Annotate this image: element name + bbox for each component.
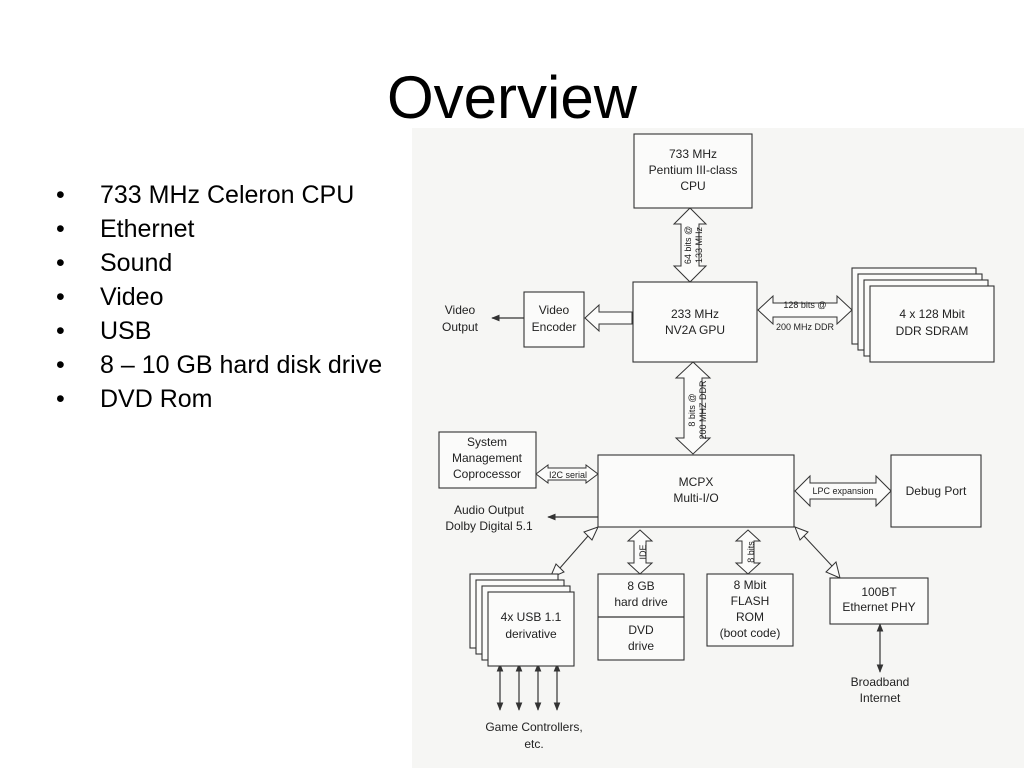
svg-text:derivative: derivative <box>505 627 557 641</box>
svg-text:8 Mbit: 8 Mbit <box>734 578 767 592</box>
bullet-item: • Ethernet <box>56 212 382 246</box>
svg-text:Video: Video <box>445 303 476 317</box>
svg-text:233 MHz: 233 MHz <box>671 307 719 321</box>
svg-text:133 MHz: 133 MHz <box>694 226 704 263</box>
bullet-text: 8 – 10 GB hard disk drive <box>100 351 383 379</box>
svg-text:NV2A GPU: NV2A GPU <box>665 323 725 337</box>
svg-text:(boot code): (boot code) <box>720 626 781 640</box>
bullet-glyph: • <box>56 249 65 277</box>
bus-gpu-ram-label-1: 128 bits @ <box>783 300 826 310</box>
audio-output-label: Audio Output Dolby Digital 5.1 <box>445 503 533 533</box>
svg-text:Ethernet PHY: Ethernet PHY <box>842 600 915 614</box>
smc-box: System Management Coprocessor <box>438 431 537 489</box>
game-controllers-label: Game Controllers, etc. <box>485 720 582 751</box>
svg-text:100BT: 100BT <box>861 585 897 599</box>
bullet-item: • 8 – 10 GB hard disk drive <box>56 348 382 382</box>
bullet-list: • 733 MHz Celeron CPU • Ethernet • Sound • V… <box>56 178 382 416</box>
bullet-glyph: • <box>56 215 65 243</box>
svg-text:Coprocessor: Coprocessor <box>453 467 521 481</box>
svg-text:CPU: CPU <box>680 179 705 193</box>
bullet-glyph: • <box>56 181 65 209</box>
svg-text:200 MHZ DDR: 200 MHZ DDR <box>698 380 708 440</box>
bus-usb-arrow <box>549 526 599 579</box>
svg-text:Pentium III-class: Pentium III-class <box>649 163 738 177</box>
cpu-box: 733 MHz Pentium III-class CPU <box>633 133 753 209</box>
ddr-sdram-stack: 4 x 128 Mbit DDR SDRAM <box>851 267 995 363</box>
bullet-text: DVD Rom <box>100 385 213 413</box>
broadband-label: Broadband Internet <box>851 675 910 705</box>
slide-title: Overview <box>386 64 638 131</box>
svg-text:Internet: Internet <box>860 691 901 705</box>
bullet-text: Ethernet <box>100 215 195 243</box>
bus-gpu-mcpx-label: 8 bits @ 200 MHZ DDR <box>687 380 708 440</box>
bus-cpu-gpu-label: 64 bits @ 133 MHz <box>683 226 704 264</box>
bullet-glyph: • <box>56 351 65 379</box>
svg-text:64 bits @: 64 bits @ <box>683 226 693 264</box>
architecture-diagram: 64 bits @ 133 MHz 128 bits @ 200 MHz DDR… <box>412 128 1024 768</box>
bus-flash-label: 8 bits <box>746 541 756 563</box>
svg-text:Output: Output <box>442 320 479 334</box>
gpu-box: 233 MHz NV2A GPU <box>632 281 758 363</box>
usb-stack: 4x USB 1.1 derivative <box>469 573 575 667</box>
bullet-glyph: • <box>56 317 65 345</box>
bullet-text: USB <box>100 317 152 345</box>
svg-text:FLASH: FLASH <box>731 594 770 608</box>
svg-text:hard drive: hard drive <box>614 595 668 609</box>
bus-i2c-label: I2C serial <box>549 470 587 480</box>
bullet-glyph: • <box>56 283 65 311</box>
bullet-text: Sound <box>100 249 173 277</box>
bullet-glyph: • <box>56 385 65 413</box>
svg-text:Audio Output: Audio Output <box>454 503 525 517</box>
svg-text:4x USB 1.1: 4x USB 1.1 <box>501 610 562 624</box>
svg-text:Encoder: Encoder <box>532 320 577 334</box>
storage-box: 8 GB hard drive DVD drive <box>597 573 685 661</box>
bus-ethernet-arrow <box>794 526 841 579</box>
hard-drive-label: 8 GB <box>627 579 654 593</box>
bullet-text: Video <box>100 283 164 311</box>
dvd-drive-label: DVD <box>628 623 654 637</box>
svg-text:Broadband: Broadband <box>851 675 910 689</box>
svg-text:Management: Management <box>452 451 523 465</box>
gpu-to-encoder-arrow <box>584 303 633 333</box>
video-output-label: Video Output <box>442 303 479 334</box>
bus-gpu-ram-label-2: 200 MHz DDR <box>776 322 835 332</box>
bullet-item: • USB <box>56 314 382 348</box>
bullet-item: • 733 MHz Celeron CPU <box>56 178 382 212</box>
bus-lpc-label: LPC expansion <box>812 486 873 496</box>
bullet-text: 733 MHz Celeron CPU <box>100 181 355 209</box>
svg-text:etc.: etc. <box>524 737 543 751</box>
bullet-item: • Video <box>56 280 382 314</box>
debug-port-box: Debug Port <box>890 454 982 528</box>
svg-text:MCPX: MCPX <box>679 475 714 489</box>
svg-text:System: System <box>467 435 507 449</box>
bus-ide-label: IDE <box>638 544 648 559</box>
svg-text:733 MHz: 733 MHz <box>669 147 717 161</box>
mcpx-box: MCPX Multi-I/O <box>597 454 795 528</box>
svg-text:Game Controllers,: Game Controllers, <box>485 720 582 734</box>
svg-text:ROM: ROM <box>736 610 764 624</box>
svg-text:DDR SDRAM: DDR SDRAM <box>896 324 969 338</box>
svg-text:8 bits @: 8 bits @ <box>687 393 697 426</box>
video-encoder-box: Video Encoder <box>523 291 585 348</box>
svg-text:Multi-I/O: Multi-I/O <box>673 491 718 505</box>
bus-gpu-mcpx-arrow <box>674 361 712 455</box>
ethernet-phy-box: 100BT Ethernet PHY <box>829 577 929 625</box>
svg-text:drive: drive <box>628 639 654 653</box>
bullet-item: • DVD Rom <box>56 382 382 416</box>
flash-rom-box: 8 Mbit FLASH ROM (boot code) <box>706 573 794 647</box>
svg-text:Dolby Digital 5.1: Dolby Digital 5.1 <box>445 519 533 533</box>
svg-text:Video: Video <box>539 303 570 317</box>
bullet-item: • Sound <box>56 246 382 280</box>
svg-text:4 x 128 Mbit: 4 x 128 Mbit <box>899 307 965 321</box>
svg-text:Debug Port: Debug Port <box>906 484 967 498</box>
